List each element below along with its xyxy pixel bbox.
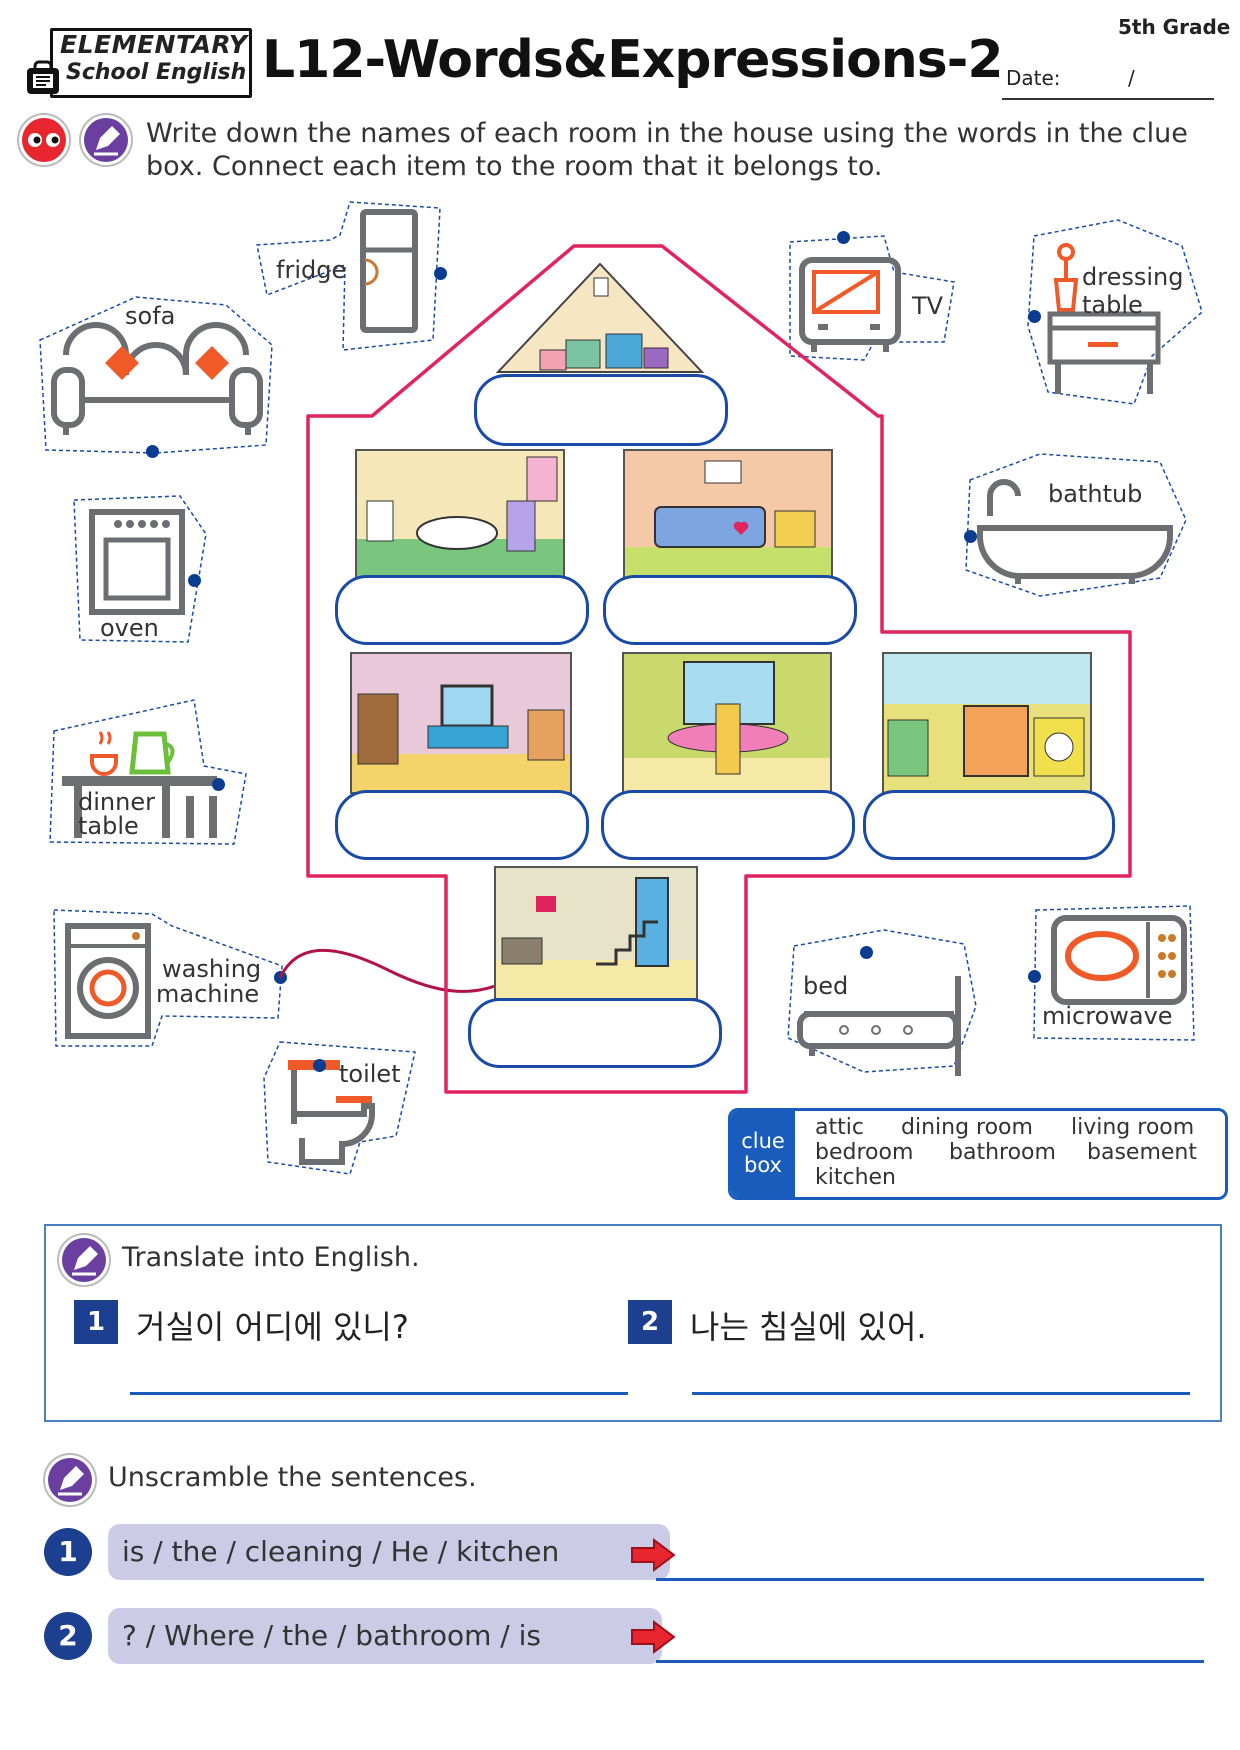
sofa-label: sofa xyxy=(125,302,176,330)
logo-text-line1: ELEMENTARY xyxy=(60,30,248,59)
translate-q2-text: 나는 침실에 있어. xyxy=(690,1308,927,1346)
bathroom-photo xyxy=(355,449,565,579)
clue-tab-line2: box xyxy=(744,1153,782,1177)
date-slash: / xyxy=(1128,66,1135,90)
clue-word-bathroom: bathroom xyxy=(949,1140,1056,1165)
clue-word-dining-room: dining room xyxy=(901,1115,1033,1140)
living-room-photo xyxy=(350,652,572,794)
clue-box-tab: clue box xyxy=(731,1111,795,1197)
toilet-label: toilet xyxy=(339,1060,401,1088)
tv-label: TV xyxy=(912,292,944,320)
dining-room-answer-box[interactable] xyxy=(601,790,855,860)
clue-tab-line1: clue xyxy=(741,1129,785,1153)
kitchen-photo xyxy=(882,652,1092,794)
unscramble-q1-number: 1 xyxy=(44,1528,92,1576)
tv-connect-dot[interactable] xyxy=(837,231,850,244)
dressing-table-connect-dot[interactable] xyxy=(1028,310,1041,323)
clue-word-basement: basement xyxy=(1087,1140,1197,1165)
sofa-card xyxy=(39,296,273,454)
clue-word-bedroom: bedroom xyxy=(815,1140,914,1165)
basement-photo xyxy=(494,866,698,1000)
washing-machine-label-line1: washing xyxy=(162,955,262,983)
fridge-label: fridge xyxy=(276,256,347,284)
unscramble-title: Unscramble the sentences. xyxy=(108,1462,477,1493)
sofa-connect-dot[interactable] xyxy=(146,445,159,458)
washing-machine-card xyxy=(53,909,283,1047)
dining-room-photo xyxy=(622,652,832,794)
logo-text-line2: School English xyxy=(66,60,247,85)
kitchen-answer-box[interactable] xyxy=(863,790,1115,860)
bathtub-card xyxy=(965,453,1187,597)
clue-word-kitchen: kitchen xyxy=(815,1165,896,1190)
bed-card xyxy=(787,929,977,1076)
grade-label: 5th Grade xyxy=(1118,15,1231,39)
clue-word-living-room: living room xyxy=(1071,1115,1195,1140)
oven-label: oven xyxy=(100,614,159,642)
unscramble-q1-words: is / the / cleaning / He / kitchen xyxy=(108,1524,670,1580)
unscramble-q1-answer-line[interactable] xyxy=(656,1578,1204,1581)
look-eyes-icon xyxy=(17,113,71,167)
microwave-label: microwave xyxy=(1042,1002,1173,1030)
unscramble-q2-number: 2 xyxy=(44,1612,92,1660)
translate-q1-number: 1 xyxy=(74,1300,118,1344)
bedroom-photo xyxy=(623,449,833,579)
instruction-text: Write down the names of each room in the… xyxy=(146,118,1188,182)
bathtub-label: bathtub xyxy=(1048,480,1143,508)
tv-card xyxy=(789,235,955,361)
oven-connect-dot[interactable] xyxy=(188,574,201,587)
translate-q2-number: 2 xyxy=(628,1300,672,1344)
dressing-table-label-line1: dressing xyxy=(1082,263,1184,291)
washing-machine-label-line2: machine xyxy=(156,980,260,1008)
dressing-table-card xyxy=(1027,219,1203,405)
bathtub-connect-dot[interactable] xyxy=(964,530,977,543)
clue-box: clue box attic dining room living room b… xyxy=(728,1108,1228,1200)
school-bag-icon xyxy=(27,60,59,94)
date-label: Date: xyxy=(1006,66,1061,90)
microwave-card xyxy=(1033,905,1195,1041)
bed-label: bed xyxy=(803,972,849,1000)
microwave-connect-dot[interactable] xyxy=(1028,970,1041,983)
oven-card xyxy=(73,495,207,643)
dressing-table-label-line2: table xyxy=(1082,291,1143,319)
fridge-connect-dot[interactable] xyxy=(434,267,447,280)
pencil-write-icon xyxy=(57,1233,111,1287)
bed-connect-dot[interactable] xyxy=(860,946,873,959)
unscramble-q2-answer-line[interactable] xyxy=(656,1660,1204,1663)
dinner-table-label-line1: dinner xyxy=(78,788,155,816)
dinner-table-label-line2: table xyxy=(78,812,139,840)
unscramble-q2-words: ? / Where / the / bathroom / is xyxy=(108,1608,662,1664)
living-room-answer-box[interactable] xyxy=(335,790,589,860)
translate-section xyxy=(44,1224,1222,1422)
translate-q1-text: 거실이 어디에 있니? xyxy=(136,1308,409,1346)
dinner-table-connect-dot[interactable] xyxy=(212,778,225,791)
attic-answer-box[interactable] xyxy=(474,374,728,446)
arrow-right-icon xyxy=(631,1538,676,1572)
attic-photo xyxy=(496,262,705,373)
date-field[interactable] xyxy=(1002,98,1214,100)
bedroom-answer-box[interactable] xyxy=(603,575,857,645)
pencil-write-icon xyxy=(43,1453,97,1507)
translate-q1-answer-line[interactable] xyxy=(130,1392,628,1395)
translate-q2-answer-line[interactable] xyxy=(692,1392,1190,1395)
bathroom-answer-box[interactable] xyxy=(335,575,589,645)
translate-title: Translate into English. xyxy=(122,1242,420,1273)
pencil-write-icon xyxy=(79,113,133,167)
house-outline xyxy=(306,244,1132,1094)
toilet-connect-dot[interactable] xyxy=(313,1059,326,1072)
arrow-right-icon xyxy=(631,1620,676,1654)
page-title: L12-Words&Expressions-2 xyxy=(262,30,1004,90)
basement-answer-box[interactable] xyxy=(468,998,722,1068)
dinner-table-card xyxy=(49,699,247,845)
clue-word-attic: attic xyxy=(815,1115,864,1140)
